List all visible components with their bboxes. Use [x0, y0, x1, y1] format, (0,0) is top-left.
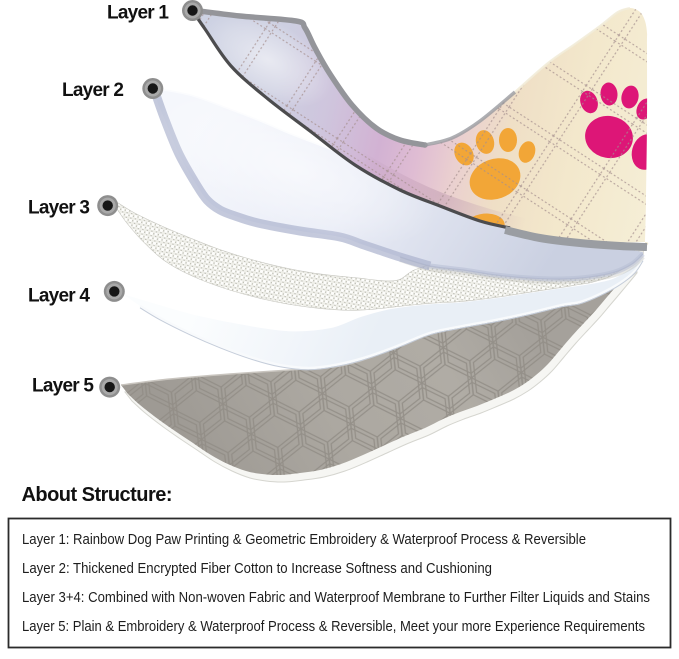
svg-text:Layer 2: Layer 2: [62, 80, 124, 101]
svg-text:Layer 3+4: Combined with Non-w: Layer 3+4: Combined with Non-woven Fabri…: [22, 589, 650, 606]
svg-text:Layer 1: Layer 1: [107, 3, 169, 24]
svg-text:Layer 4: Layer 4: [28, 286, 90, 307]
svg-text:Layer 1: Rainbow Dog Paw Print: Layer 1: Rainbow Dog Paw Printing & Geom…: [22, 531, 586, 548]
svg-text:Layer 5: Plain & Embroidery &: Layer 5: Plain & Embroidery & Waterproof…: [22, 618, 645, 635]
svg-text:Layer 3: Layer 3: [28, 198, 90, 219]
svg-text:Layer 2: Thickened Encrypted F: Layer 2: Thickened Encrypted Fiber Cotto…: [22, 560, 492, 577]
svg-text:Layer 5: Layer 5: [32, 376, 94, 397]
svg-text:About Structure:: About Structure:: [22, 484, 173, 506]
